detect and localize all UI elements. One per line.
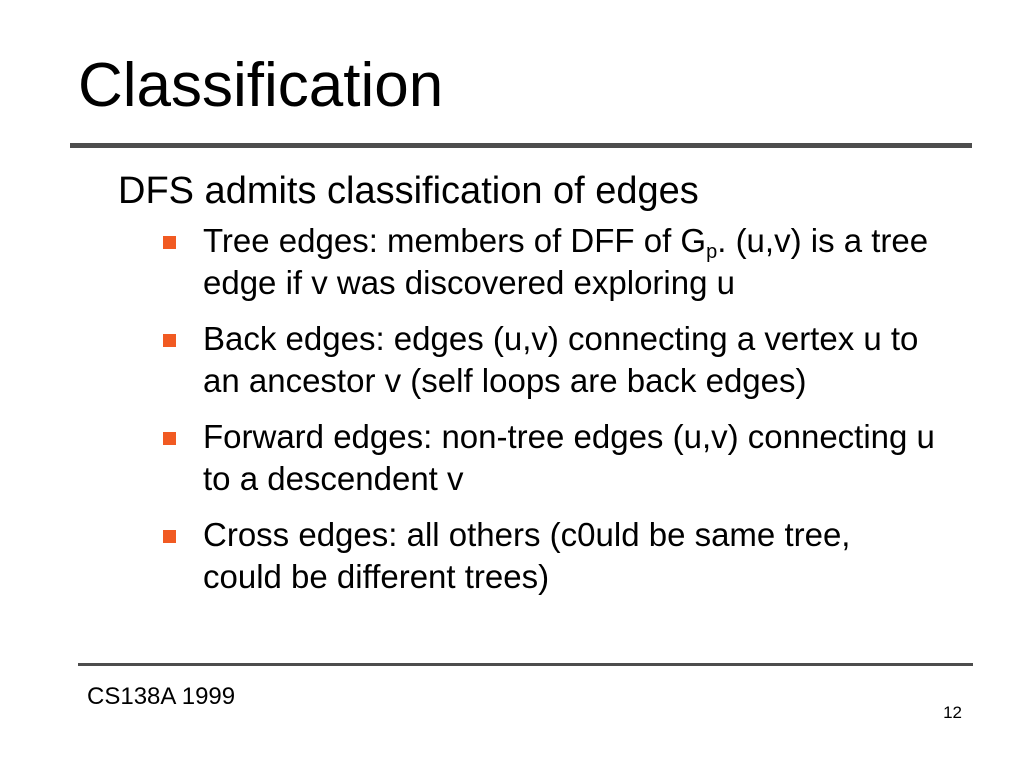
bullet-tree-edges: Tree edges: members of DFF of Gp. (u,v) … <box>160 220 935 304</box>
title-divider <box>70 143 972 148</box>
bullet-square-icon <box>163 334 176 347</box>
footer-text: CS138A 1999 <box>87 683 236 710</box>
lead-text: DFS admits classification of edges <box>118 170 699 212</box>
bullet-back-edges: Back edges: edges (u,v) connecting a ver… <box>160 318 935 402</box>
bullet-text-continued: . (u,v) is a tree edge if v was discover… <box>203 222 929 301</box>
bullet-square-icon <box>163 236 176 249</box>
page-number: 12 <box>943 703 962 722</box>
footer-divider <box>78 663 973 666</box>
bullet-cross-edges: Cross edges: all others (c0uld be same t… <box>160 514 935 598</box>
bullet-square-icon <box>163 432 176 445</box>
subscript-p: p <box>706 241 718 263</box>
bullet-list: Tree edges: members of DFF of Gp. (u,v) … <box>160 220 935 612</box>
bullet-square-icon <box>163 530 176 543</box>
bullet-text: Back edges: edges (u,v) connecting a ver… <box>203 320 919 399</box>
bullet-forward-edges: Forward edges: non-tree edges (u,v) conn… <box>160 416 935 500</box>
bullet-text: Cross edges: all others (c0uld be same t… <box>203 516 851 595</box>
slide-title: Classification <box>78 51 444 120</box>
bullet-text: Tree edges: members of DFF of G <box>203 222 707 259</box>
bullet-text: Forward edges: non-tree edges (u,v) conn… <box>203 418 935 497</box>
